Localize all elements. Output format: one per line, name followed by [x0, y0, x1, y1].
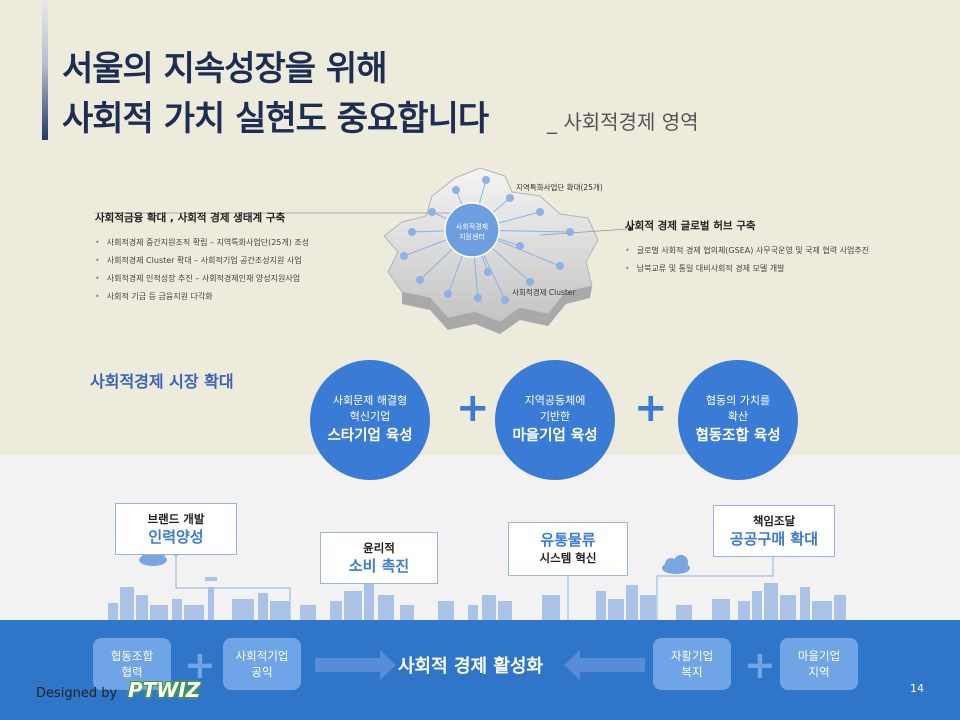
logistics-box: 유통물류 시스템 혁신: [508, 522, 628, 576]
brand-box: 브랜드 개발 인력양성: [115, 503, 237, 555]
plus-icon: +: [456, 385, 490, 431]
pill-line2: 지역: [808, 665, 830, 679]
list-item: 사회적 기금 등 금융지원 다각화: [95, 288, 405, 306]
pill-line1: 마을기업: [797, 649, 841, 663]
list-item: 사회적경제 Cluster 확대 – 사회적기업 공간조성지원 사업: [95, 252, 405, 270]
title-accent-bar: [42, 0, 48, 140]
circle-line2: 혁신기업: [349, 410, 391, 423]
right-bullet-list: 사회적 경제 글로벌 허브 구축 글로벌 사회적 경제 협의체(GSEA) 사무…: [625, 218, 945, 278]
circle-line1: 지역공동체에: [524, 394, 586, 407]
left-list-heading: 사회적금융 확대 , 사회적 경제 생태계 구축: [95, 212, 286, 224]
village-company-circle: 지역공동체에 기반한 마을기업 육성: [495, 360, 615, 480]
page-title: 서울의 지속성장을 위해 사회적 가치 실현도 중요합니다: [62, 44, 489, 144]
activation-text: 사회적 경제 활성화: [398, 656, 544, 677]
market-expansion-title: 사회적경제 시장 확대: [90, 372, 234, 391]
right-list-heading: 사회적 경제 글로벌 허브 구축: [625, 220, 756, 232]
circle-line1: 사회문제 해결형: [332, 394, 408, 407]
cooperative-pill: 협동조합 협력: [93, 638, 171, 690]
list-item: 글로벌 사회적 경제 협의체(GSEA) 사무국운영 및 국제 협력 사업추진: [625, 242, 945, 260]
box-big: 소비 촉진: [348, 557, 410, 575]
center-label-line1: 사회적경제: [455, 223, 489, 231]
plus-icon: +: [744, 643, 776, 687]
page-subtitle: _ 사회적경제 영역: [547, 110, 699, 134]
left-bullet-list: 사회적금융 확대 , 사회적 경제 생태계 구축 사회적경제 중간지원조직 확립…: [95, 210, 405, 306]
map-label-bottom: 사회적경제 Cluster: [512, 288, 576, 297]
cooperative-circle: 협동의 가치를 확산 협동조합 육성: [678, 360, 798, 480]
box-small: 윤리적: [363, 541, 395, 555]
plus-icon: +: [634, 385, 668, 431]
pill-line2: 복지: [681, 665, 703, 679]
village-pill: 마을기업 지역: [780, 638, 858, 690]
title-line-1: 서울의 지속성장을 위해: [62, 49, 387, 89]
star-company-circle: 사회문제 해결형 혁신기업 스타기업 육성: [310, 360, 430, 480]
ethical-box: 윤리적 소비 촉진: [320, 532, 438, 584]
designed-by-label: Designed by: [36, 686, 118, 701]
pill-line2: 협력: [121, 665, 143, 679]
left-arrow-icon: [564, 650, 645, 680]
center-label-line2: 지원센터: [459, 233, 485, 241]
pill-line1: 협동조합: [110, 649, 154, 663]
circle-big: 스타기업 육성: [327, 428, 413, 444]
circle-big: 협동조합 육성: [695, 428, 781, 444]
arrows-to-center: [315, 650, 645, 680]
support-center-circle: [444, 202, 500, 258]
ptwiz-logo: PTWIZ: [128, 678, 201, 702]
box-small: 시스템 혁신: [539, 551, 597, 565]
city-skyline: [108, 547, 846, 620]
circle-line1: 협동의 가치를: [705, 394, 771, 407]
circle-big: 마을기업 육성: [512, 428, 598, 444]
box-small: 브랜드 개발: [147, 512, 205, 526]
circle-line2: 기반한: [539, 410, 571, 423]
seoul-map-diagram: [95, 167, 632, 334]
box-big: 유통물류: [540, 531, 596, 549]
pill-line1: 사회적기업: [235, 649, 289, 663]
circle-line2: 확산: [727, 410, 749, 423]
list-item: 남북교류 및 통일 대비사회적 경제 모델 개발: [625, 260, 945, 278]
plus-icon: +: [184, 643, 216, 687]
procurement-box: 책임조달 공공구매 확대: [713, 505, 835, 557]
self-support-pill: 자활기업 복지: [653, 638, 731, 690]
pill-line1: 자활기업: [670, 649, 714, 663]
title-line-2: 사회적 가치 실현도 중요합니다: [62, 99, 489, 139]
page-number: 14: [910, 682, 924, 695]
social-enterprise-pill: 사회적기업 공익: [223, 638, 301, 690]
box-small: 책임조달: [752, 514, 796, 528]
map-center-label: 사회적경제 지원센터: [447, 222, 497, 242]
right-arrow-icon: [315, 650, 396, 680]
pill-line2: 공익: [251, 665, 273, 679]
map-label-top: 지역특화사업단 확대(25개): [516, 183, 603, 192]
list-item: 사회적경제 인적성장 추진 – 사회적경제인재 양성지원사업: [95, 270, 405, 288]
box-big: 공공구매 확대: [729, 530, 819, 548]
box-big: 인력양성: [148, 528, 204, 546]
list-item: 사회적경제 중간지원조직 확립 – 지역특화사업단(25개) 조성: [95, 234, 405, 252]
